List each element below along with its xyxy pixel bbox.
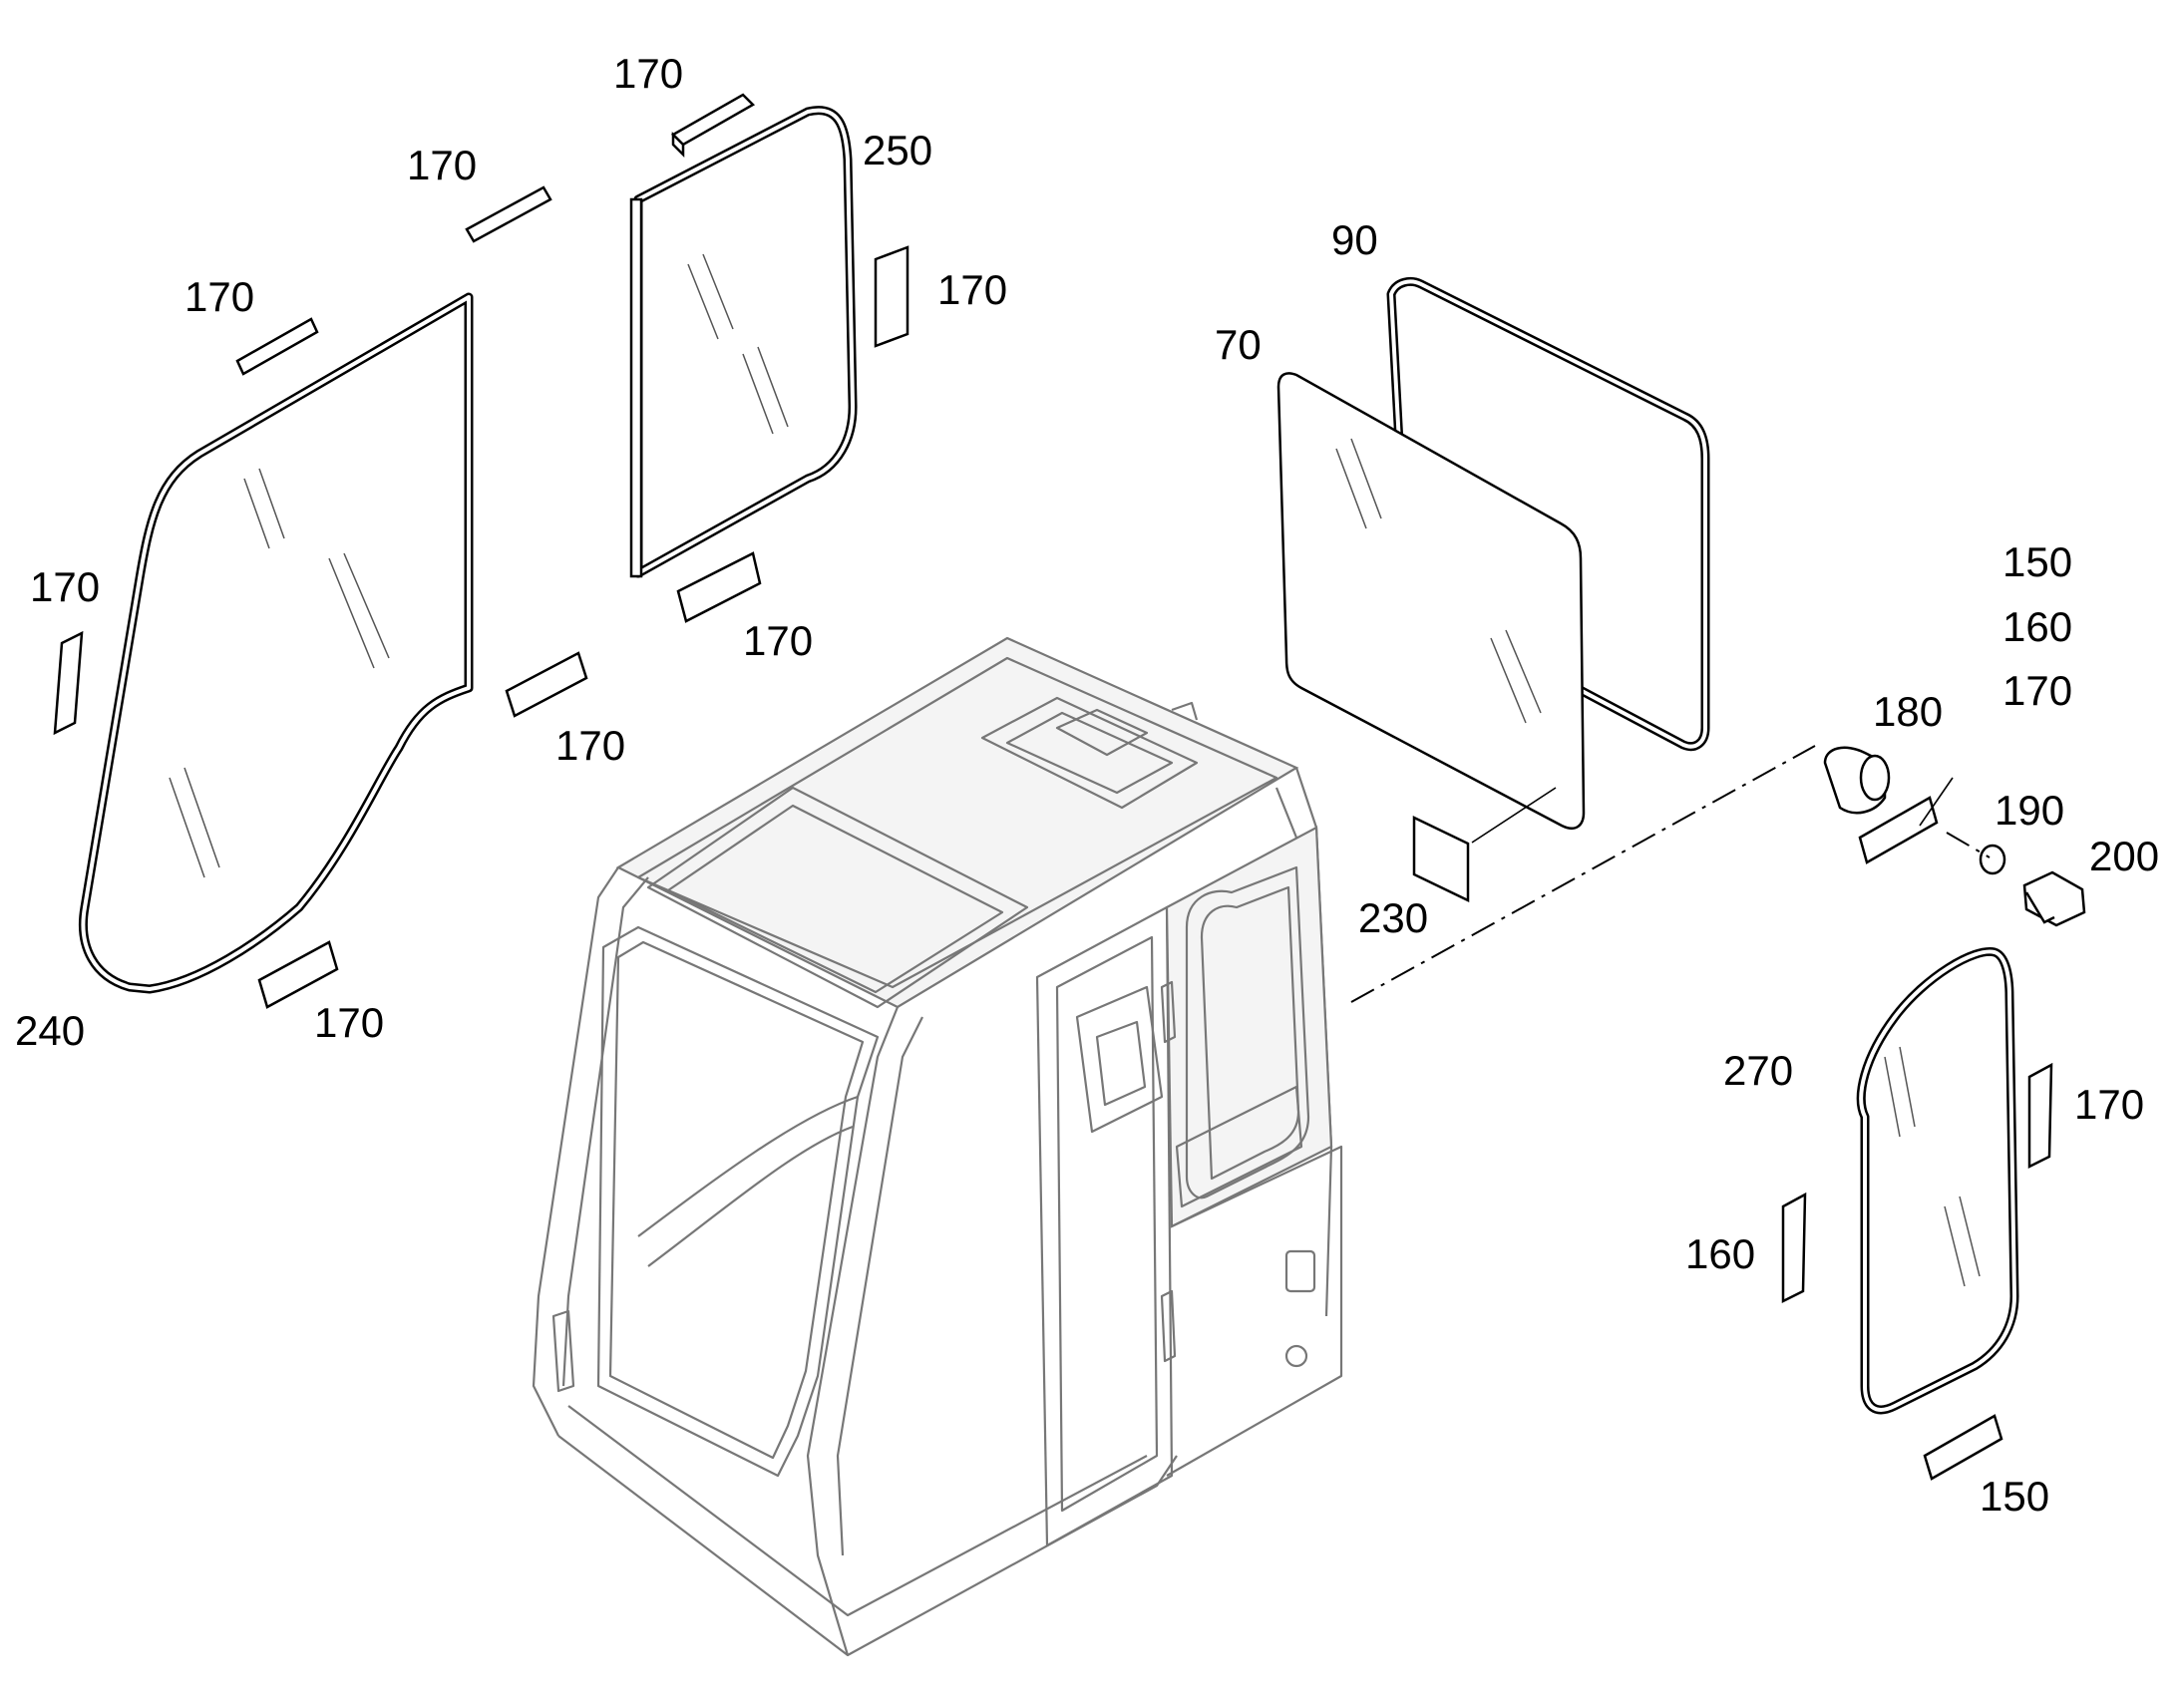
callout-240: 240 [15, 1007, 85, 1054]
callout-labels: 170 250 170 170 170 170 170 170 170 240 … [15, 50, 2159, 1520]
callout-170-c: 170 [937, 266, 1007, 313]
front-glass-240 [79, 292, 474, 994]
clip-brackets [53, 93, 2053, 1481]
window-glass-70 [1276, 372, 1586, 830]
assembly-leader-line [1350, 745, 1991, 1003]
callout-270: 270 [1723, 1047, 1793, 1094]
callout-170-right: 170 [2074, 1081, 2144, 1128]
callout-200: 200 [2089, 833, 2159, 879]
callout-180: 180 [1873, 688, 1943, 735]
callout-170-g: 170 [555, 722, 625, 769]
callout-90: 90 [1331, 216, 1378, 263]
rear-glass-270 [1856, 946, 2019, 1415]
callout-190: 190 [1995, 787, 2064, 834]
callout-70: 70 [1215, 321, 1262, 368]
callout-160-top: 160 [2002, 603, 2072, 650]
callout-230: 230 [1358, 894, 1428, 941]
sticker-230 [1412, 787, 1557, 902]
callout-170-b: 170 [407, 142, 477, 188]
callout-150-top: 150 [2002, 538, 2072, 585]
callout-250: 250 [863, 127, 932, 173]
callout-170-e: 170 [30, 563, 100, 610]
callout-150-bottom: 150 [1980, 1473, 2049, 1520]
callout-170-h: 170 [314, 999, 384, 1046]
callout-160-right: 160 [1685, 1230, 1755, 1277]
mounting-hardware [1823, 746, 2086, 927]
door-glass-250 [629, 106, 858, 578]
callout-170-d: 170 [184, 273, 254, 320]
callout-170-stack: 170 [2002, 667, 2072, 714]
operator-cab [532, 636, 1343, 1657]
callout-170-top: 170 [613, 50, 683, 97]
callout-170-f: 170 [743, 617, 813, 664]
